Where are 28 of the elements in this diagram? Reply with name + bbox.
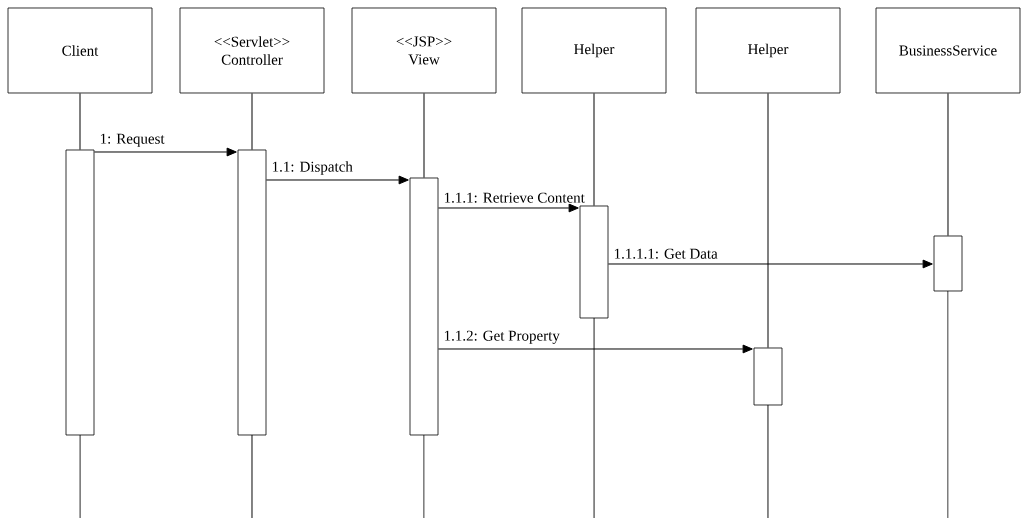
message-arrow: [607, 259, 933, 269]
message-label: 1.1: Dispatch: [270, 160, 354, 176]
message-label: 1.1.2: Get Property: [442, 329, 561, 345]
message-arrow: [265, 175, 409, 185]
participant-box: <<Servlet>> Controller: [179, 7, 325, 94]
activation-bar: [409, 177, 439, 436]
lifeline: [423, 92, 425, 179]
message-arrow: [93, 147, 237, 157]
message-label: 1.1.1: Retrieve Content: [442, 191, 586, 204]
message-arrow: [437, 344, 753, 354]
activation-bar: [933, 235, 963, 292]
message-arrow: [437, 203, 579, 213]
participant-box: Helper: [521, 7, 667, 94]
activation-bar: [579, 205, 609, 319]
activation-bar: [237, 149, 267, 436]
participant-box: Client: [7, 7, 153, 94]
lifeline: [593, 92, 595, 207]
participant-box: Helper: [695, 7, 841, 94]
participant-box: BusinessService: [875, 7, 1021, 94]
participant-box: <<JSP>> View: [351, 7, 497, 94]
activation-bar: [753, 347, 783, 406]
message-label: 1: Request: [98, 132, 166, 148]
lifeline: [79, 92, 81, 151]
activation-bar: [65, 149, 95, 436]
lifeline: [251, 92, 253, 151]
message-label: 1.1.1.1: Get Data: [612, 247, 719, 260]
lifeline: [767, 92, 769, 349]
lifeline: [947, 92, 949, 237]
